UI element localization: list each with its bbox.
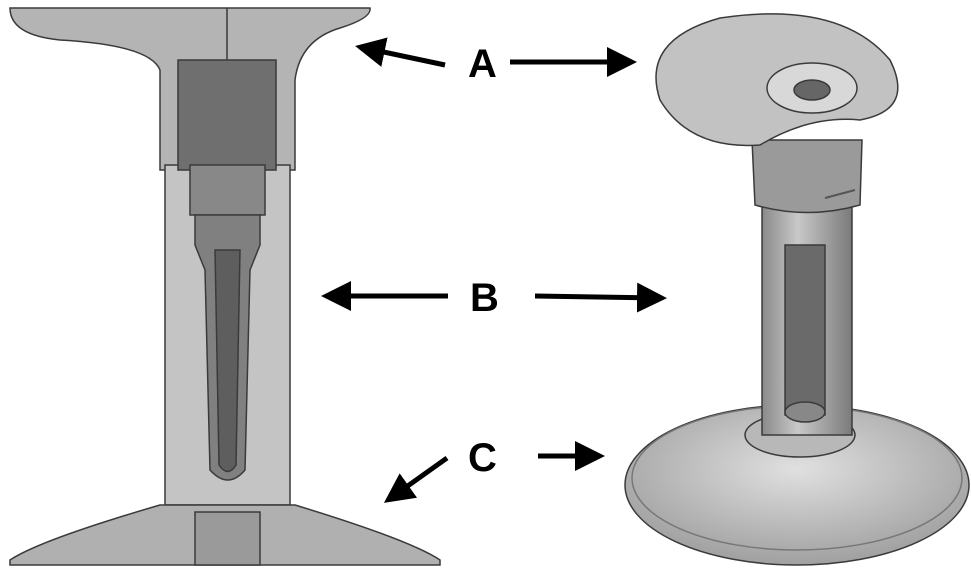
arrow-b-right [534, 282, 667, 313]
label-c: C [468, 436, 497, 480]
label-b: B [470, 276, 499, 320]
collar [751, 139, 863, 214]
3d-view [624, 13, 970, 566]
arrows [321, 37, 667, 503]
label-a: A [468, 42, 497, 86]
cross-section-view [9, 7, 441, 566]
arrow-a-left [355, 37, 446, 68]
arrow-c-left [383, 455, 449, 503]
